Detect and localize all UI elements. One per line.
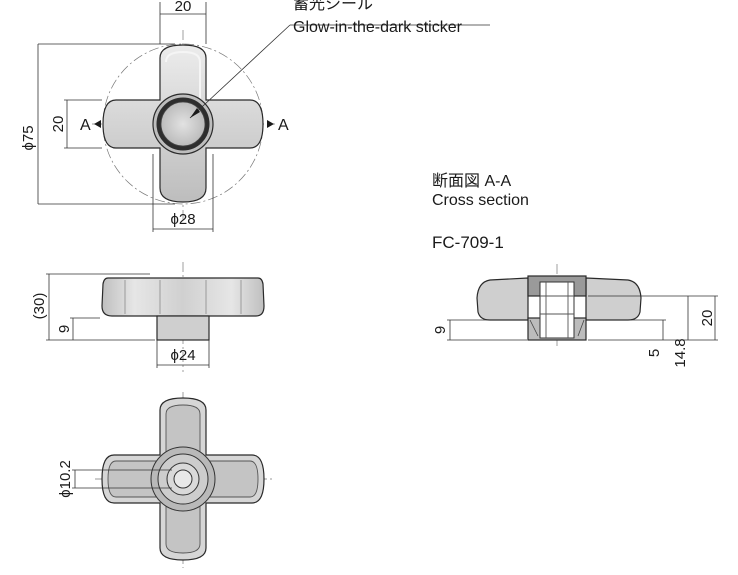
section-title-jp: 断面図 A-A	[432, 172, 511, 190]
knob-boss-side	[156, 315, 210, 341]
section-mark-right: A	[278, 117, 289, 134]
model-number: FC-709-1	[432, 233, 504, 252]
sticker-label-jp: 蓄光シール	[293, 0, 373, 13]
side-view: (30) 9 ϕ24	[31, 262, 265, 372]
dim-arm-height: 20	[50, 116, 67, 133]
dim-section-depth-14: 14.8	[672, 338, 689, 367]
dim-boss-diameter: ϕ24	[170, 347, 195, 364]
sticker-label-en: Glow-in-the-dark sticker	[293, 19, 463, 36]
dim-outer-diameter: ϕ75	[20, 125, 37, 150]
knob-body-side	[101, 277, 265, 317]
section-mark-left: A	[80, 117, 91, 134]
top-view: 20 ϕ75 20 A A ϕ28 蓄光シール Glow-in-the-dark…	[20, 0, 490, 232]
bottom-view: ϕ10.2	[57, 392, 275, 568]
section-title-en: Cross section	[432, 192, 529, 209]
section-cap-left	[476, 277, 529, 321]
dim-hub-diameter: ϕ28	[170, 211, 195, 228]
dim-section-boss: 9	[432, 326, 449, 334]
cross-section-view: 断面図 A-A Cross section FC-709-1 9 5 14.8	[432, 172, 718, 368]
dim-top-width: 20	[175, 0, 192, 15]
dim-section-height-20: 20	[699, 310, 716, 327]
section-cap-right	[585, 277, 642, 321]
dim-total-height: (30)	[31, 293, 48, 320]
dim-section-depth-5: 5	[646, 349, 663, 357]
dim-boss-height: 9	[56, 325, 73, 333]
dim-bore-diameter: ϕ10.2	[57, 460, 74, 498]
glow-sticker	[160, 101, 206, 147]
